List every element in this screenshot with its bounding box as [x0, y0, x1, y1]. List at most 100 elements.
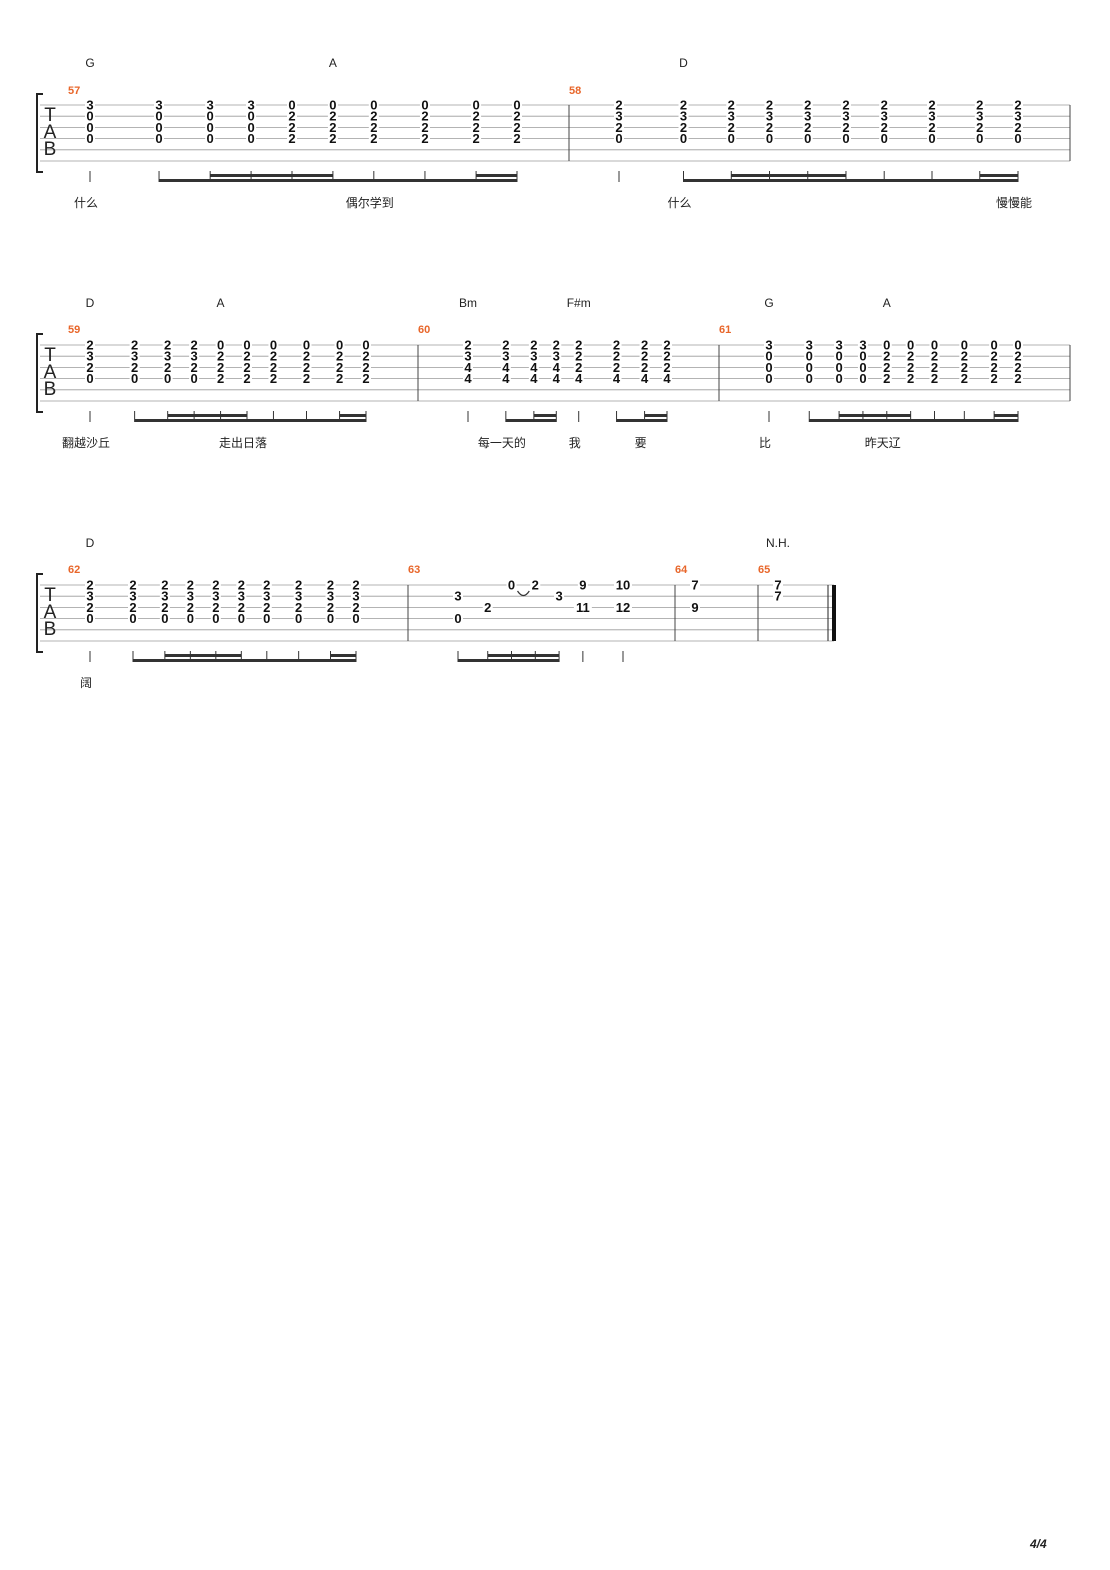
- fret-number: 2: [472, 120, 479, 135]
- fret-number: 7: [691, 578, 698, 593]
- fret-number: 2: [161, 578, 168, 593]
- fret-number: 2: [513, 109, 520, 124]
- fret-number: 3: [530, 349, 537, 364]
- fret-mask: [453, 590, 463, 602]
- fret-mask: [286, 110, 297, 122]
- fret-mask: [210, 601, 221, 613]
- fret-mask: [929, 372, 940, 384]
- fret-number: 0: [835, 360, 842, 375]
- fret-mask: [351, 590, 361, 602]
- beam-secondary: [220, 414, 248, 417]
- beam-secondary: [994, 414, 1018, 417]
- fret-mask: [764, 361, 774, 373]
- fret-mask: [764, 110, 775, 122]
- fret-number: 0: [513, 98, 520, 113]
- fret-number: 2: [362, 360, 369, 375]
- beam: [159, 179, 517, 182]
- beam-secondary: [164, 654, 191, 657]
- tab-clef-letter: A: [44, 362, 57, 383]
- fret-mask: [246, 99, 257, 110]
- beam-secondary: [215, 654, 242, 657]
- fret-number: 0: [336, 338, 343, 353]
- measure-number: 61: [719, 324, 731, 336]
- fret-mask: [926, 132, 937, 144]
- fret-number: 0: [454, 611, 461, 626]
- fret-number: 2: [931, 349, 938, 364]
- fret-mask: [463, 361, 473, 373]
- beam-secondary: [291, 174, 333, 177]
- fret-number: 2: [804, 120, 811, 135]
- fret-number: 0: [765, 349, 772, 364]
- lyric-text: 要: [635, 436, 647, 450]
- lyric-text: 昨天辽: [865, 436, 901, 450]
- beam-secondary: [210, 174, 252, 177]
- fret-number: 2: [575, 338, 582, 353]
- fret-mask: [129, 339, 140, 350]
- fret-number: 4: [553, 371, 561, 386]
- fret-mask: [1013, 350, 1023, 362]
- fret-number: 3: [804, 109, 811, 124]
- fret-number: 2: [86, 578, 93, 593]
- fret-mask: [128, 612, 139, 624]
- fret-mask: [840, 99, 851, 110]
- fret-mask: [159, 612, 170, 624]
- fret-mask: [840, 132, 851, 144]
- fret-number: 4: [575, 371, 583, 386]
- fret-mask: [804, 339, 815, 350]
- fret-number: 2: [641, 360, 648, 375]
- fret-number: 7: [774, 578, 781, 593]
- fret-number: 0: [961, 338, 968, 353]
- fret-number: 2: [530, 338, 537, 353]
- fret-mask: [162, 372, 173, 384]
- fret-number: 2: [327, 578, 334, 593]
- fret-mask: [959, 339, 970, 350]
- fret-mask: [726, 132, 737, 144]
- fret-mask: [419, 132, 430, 144]
- fret-number: 4: [502, 371, 510, 386]
- fret-number: 0: [288, 98, 295, 113]
- fret-mask: [881, 339, 892, 350]
- fret-number: 0: [859, 360, 866, 375]
- fret-number: 2: [575, 360, 582, 375]
- fret-number: 0: [881, 131, 888, 146]
- fret-mask: [959, 350, 970, 362]
- fret-number: 3: [766, 109, 773, 124]
- fret-number: 9: [579, 578, 586, 593]
- fret-number: 2: [129, 600, 136, 615]
- fret-number: 0: [243, 338, 250, 353]
- fret-mask: [528, 339, 539, 350]
- fret-number: 3: [155, 98, 162, 113]
- fret-number: 2: [187, 578, 194, 593]
- fret-mask: [215, 372, 226, 384]
- fret-mask: [857, 339, 868, 350]
- fret-mask: [236, 579, 247, 590]
- fret-mask: [773, 590, 783, 602]
- fret-mask: [85, 121, 95, 133]
- lyric-text: 偶尔学到: [346, 195, 394, 210]
- fret-number: 3: [680, 109, 687, 124]
- fret-mask: [368, 110, 379, 122]
- fret-number: 0: [295, 611, 302, 626]
- fret-mask: [419, 99, 430, 110]
- fret-mask: [334, 350, 345, 362]
- fret-number: 0: [164, 371, 171, 386]
- tab-clef-letter: B: [44, 379, 57, 400]
- fret-mask: [678, 121, 689, 133]
- fret-number: 12: [616, 600, 630, 615]
- fret-number: 0: [508, 578, 515, 593]
- fret-mask: [85, 339, 95, 350]
- fret-number: 2: [1014, 349, 1021, 364]
- fret-mask: [286, 132, 297, 144]
- fret-number: 0: [842, 131, 849, 146]
- tie-arc: [517, 590, 530, 597]
- fret-number: 2: [288, 109, 295, 124]
- fret-number: 0: [329, 98, 336, 113]
- chord-name: G: [85, 56, 94, 70]
- measure-number: 60: [418, 324, 430, 336]
- fret-number: 2: [881, 120, 888, 135]
- fret-mask: [802, 121, 813, 133]
- fret-number: 0: [991, 338, 998, 353]
- fret-mask: [573, 350, 584, 362]
- fret-number: 4: [641, 371, 649, 386]
- fret-mask: [286, 99, 297, 110]
